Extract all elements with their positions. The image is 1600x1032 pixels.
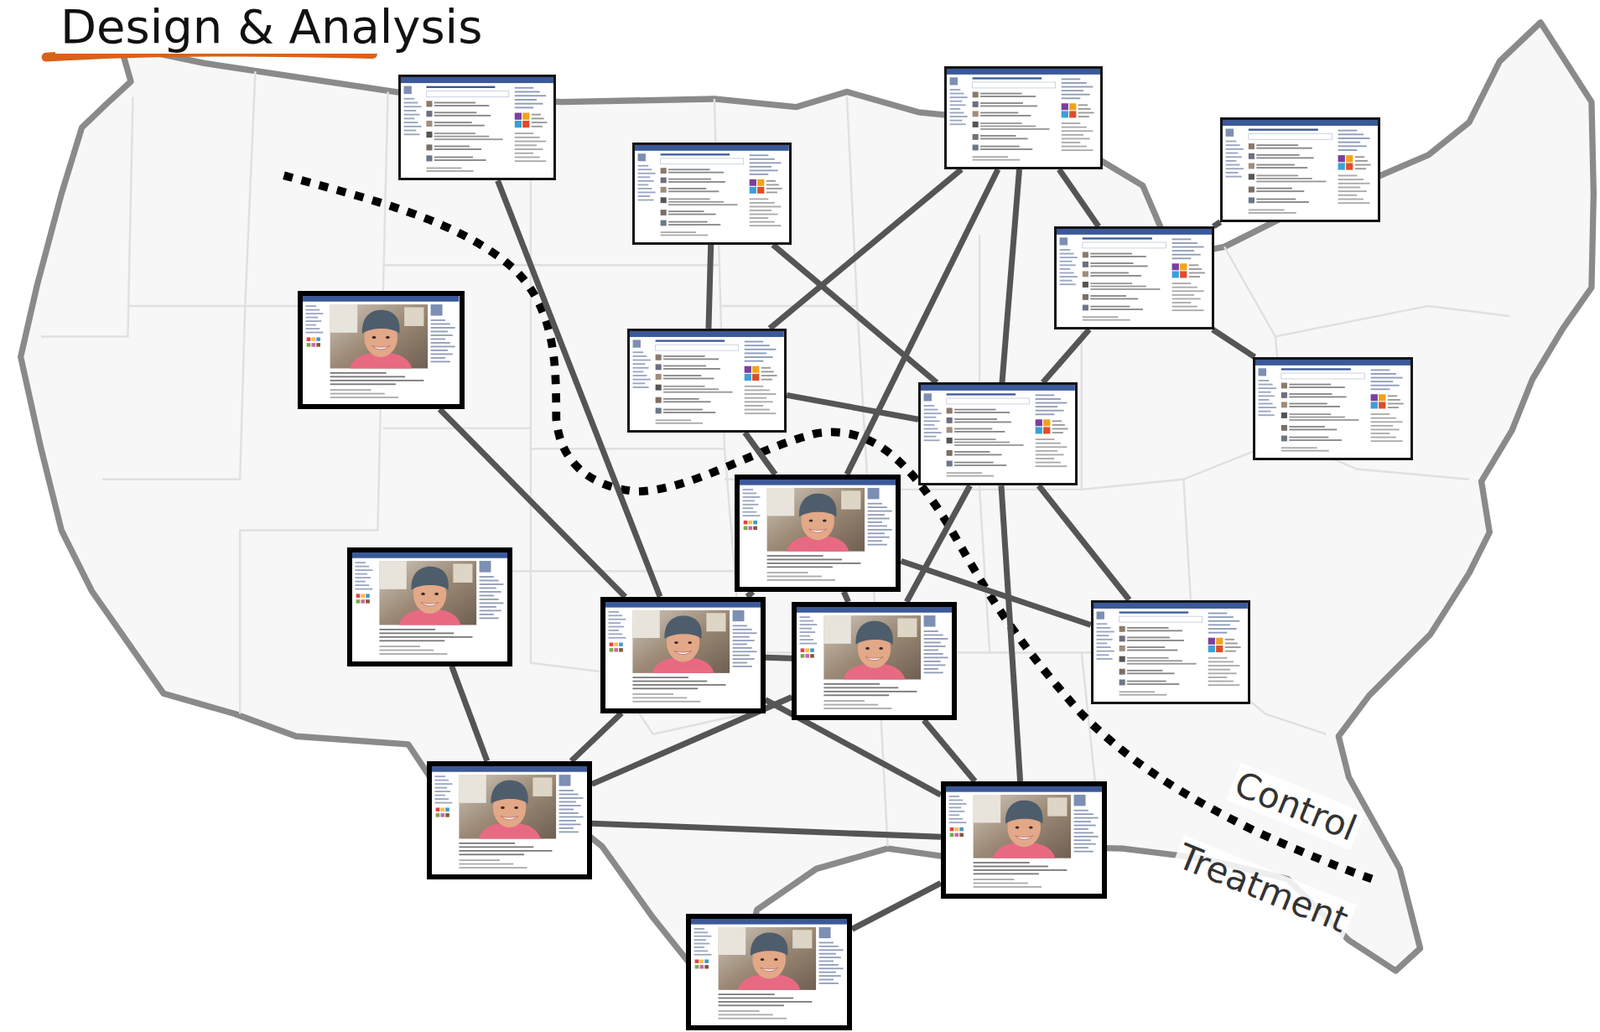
network-tie	[906, 485, 970, 603]
news-feed-screenshot	[1093, 602, 1248, 702]
network-tie	[708, 244, 712, 329]
network-tie	[765, 657, 793, 659]
network-tie	[843, 592, 848, 603]
control-feed-box	[632, 142, 792, 245]
treatment-feed-box	[600, 597, 766, 714]
network-tie	[924, 720, 976, 782]
treatment-feed-box	[347, 547, 513, 666]
network-tie	[773, 244, 937, 383]
photo-feed-screenshot	[739, 479, 896, 588]
photo-feed-screenshot	[690, 919, 847, 1026]
news-feed-screenshot	[629, 331, 785, 431]
photo-feed-screenshot	[302, 296, 459, 405]
network-tie	[1001, 485, 1021, 782]
news-feed-screenshot	[1222, 119, 1378, 220]
news-feed-screenshot	[1056, 228, 1212, 328]
photo-feed-screenshot	[945, 786, 1102, 894]
network-tie	[1002, 169, 1020, 383]
network-tie	[1213, 222, 1221, 227]
network-tie	[851, 883, 941, 930]
treatment-feed-box	[791, 602, 957, 721]
slide-title: Design & Analysis	[55, 0, 488, 54]
control-feed-box	[1090, 600, 1251, 705]
control-feed-box	[1054, 226, 1215, 330]
network-tie	[571, 713, 622, 762]
photo-feed-screenshot	[431, 766, 588, 875]
network-tie	[451, 666, 488, 762]
photo-feed-screenshot	[796, 607, 952, 716]
news-feed-screenshot	[1255, 359, 1411, 458]
control-feed-box	[627, 328, 787, 433]
state-lines	[41, 71, 1511, 847]
treatment-feed-box	[685, 914, 852, 1031]
control-feed-box	[1252, 357, 1413, 461]
network-tie	[1059, 169, 1099, 227]
control-feed-box	[398, 74, 557, 182]
treatment-feed-box	[426, 761, 593, 880]
network-tie	[744, 432, 775, 475]
photo-feed-screenshot	[605, 602, 761, 709]
network-tie	[1043, 329, 1090, 383]
network-tie	[592, 823, 941, 837]
network-tie	[1212, 329, 1255, 358]
photo-feed-screenshot	[352, 552, 508, 661]
network-tie	[439, 409, 625, 598]
news-feed-screenshot	[946, 68, 1102, 167]
treatment-feed-box	[297, 290, 464, 410]
news-feed-screenshot	[634, 145, 790, 243]
network-tie	[1038, 485, 1130, 600]
news-feed-screenshot	[400, 77, 555, 179]
treatment-feed-box	[734, 474, 901, 593]
us-outline	[20, 22, 1595, 1010]
control-feed-box	[1220, 117, 1381, 223]
treatment-feed-box	[940, 781, 1107, 899]
network-tie	[786, 394, 919, 420]
control-feed-box	[918, 382, 1078, 486]
news-feed-screenshot	[920, 384, 1076, 484]
control-feed-box	[944, 66, 1104, 170]
